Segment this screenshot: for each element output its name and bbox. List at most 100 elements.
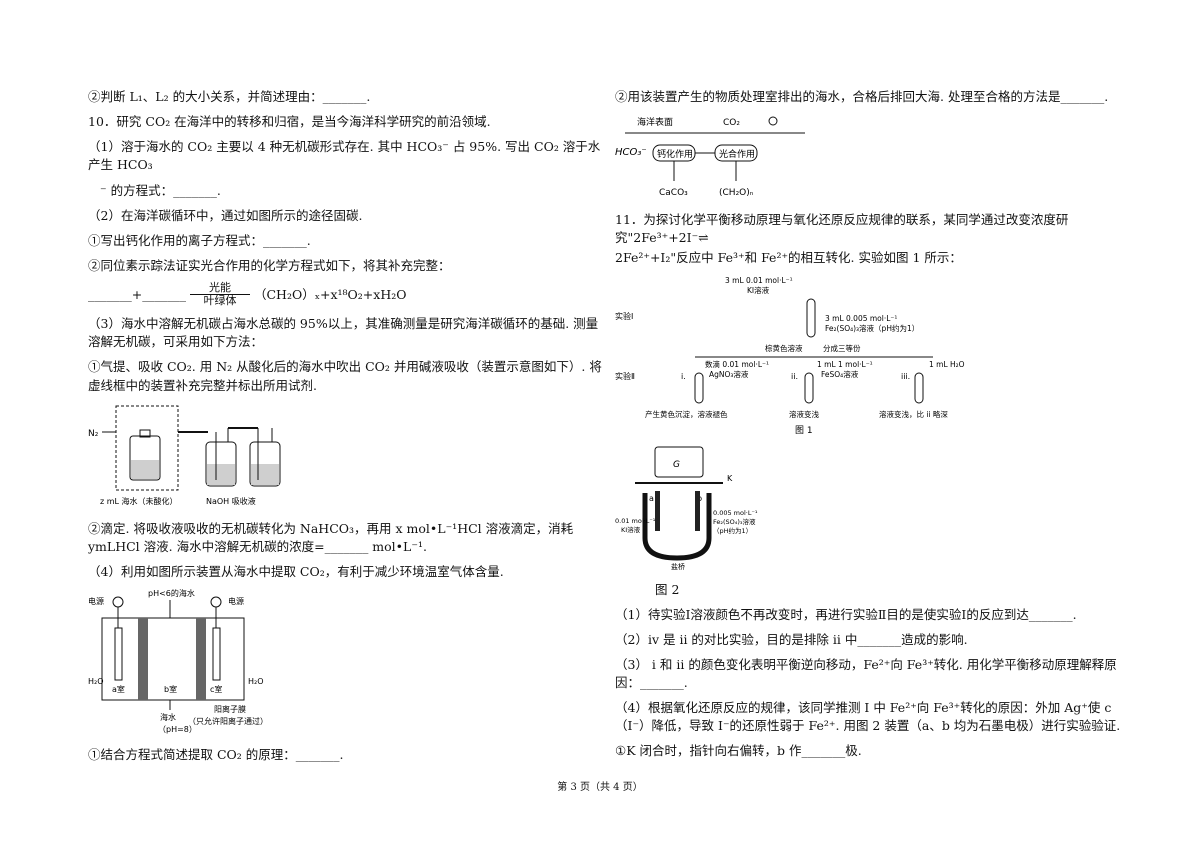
u-tube [642,492,712,561]
right-solution-ph: （pH约为1） [713,526,752,535]
h2o-left: H₂O [88,677,104,686]
equation-condition-top: 光能 [208,281,231,294]
feso4-label: FeSO₄溶液 [821,369,859,379]
agno3-label: AgNO₃溶液 [709,369,749,379]
electrode-a [655,490,660,531]
experiment-figure-1: 3 mL 0.01 mol·L⁻¹ KI溶液 实验Ⅰ 3 mL 0.005 mo… [615,276,965,435]
test-tube-i [694,372,704,403]
electrode-a [114,627,123,681]
left-solution-label: KI溶液 [621,525,641,534]
text-line: （2）iv 是 ii 的对比实验，目的是排除 ii 中_______造成的影响. [615,631,968,647]
page-footer: 第 3 页（共 4 页） [557,782,643,793]
text-line: ②滴定. 将吸收液吸收的无机碳转化为 NaHCO₃，再用 x mol•L⁻¹HC… [88,520,574,554]
ph8-label: （pH=8） [158,725,197,734]
figure-2-caption: 图 2 [655,581,680,597]
text-line: ①K 闭合时，指针向右偏转，b 作_______极. [615,743,862,759]
text-line: ②同位素示踪法证实光合作用的化学方程式如下，将其补充完整： [88,257,451,273]
equation-blanks: _______+_______ [88,286,186,302]
equation-condition-bottom: 叶绿体 [203,294,237,308]
absorb-bottle-2 [249,441,281,487]
text-line: ①气提、吸收 CO₂. 用 N₂ 从酸化后的海水中吹出 CO₂ 并用碱液吸收（装… [88,359,602,393]
ocean-surface-label: 海洋表面 [637,116,673,128]
right-solution-conc: 0.005 mol·L⁻¹ [713,509,758,517]
text-line: 2Fe²⁺+I₂"反应中 Fe³⁺和 Fe²⁺的相互转化. 实验如图 1 所示： [615,250,962,266]
bottle-neck [139,429,151,438]
salt-bridge-label: 盐桥 [671,562,685,571]
power-label-2: 电源 [228,596,244,606]
text-line: ①写出钙化作用的离子方程式：_______. [88,232,311,248]
membrane-note: （只允许阳离子通过） [188,716,268,726]
h2o-right: H₂O [248,677,264,686]
seawater-liquid [131,459,159,479]
absorb-liquid-2 [251,463,279,485]
electrolysis-figure: pH<6的海水 电源 电源 a室 b室 c室 H₂O H₂O 阳离子膜 （只允许… [88,588,268,734]
power-source-1 [112,596,124,608]
figure-1-caption: 图 1 [795,425,813,435]
left-solution-conc: 0.01 mol·L⁻¹ [615,517,656,525]
gas-stripping-figure: N₂ z mL 海水（未酸化） NaOH 吸收液 [88,405,281,506]
text-line: （4）利用如图所示装置从海水中提取 CO₂，有利于减少环境温室气体含量. [88,563,504,579]
galvanometer [654,446,704,477]
text-line: （3）海水中溶解无机碳占海水总碳的 95%以上，其准确测量是研究海洋碳循环的基础… [88,316,599,350]
exp1-label: 实验Ⅰ [615,311,633,321]
text-line: ②判断 L₁、L₂ 的大小关系，并简述理由：_______. [88,89,371,104]
tube-i: i. [681,372,686,381]
power-source-2 [210,596,222,608]
right-column: ②用该装置产生的物质处理室排出的海水，合格后排回大海. 处理至合格的方法是___… [615,88,1135,768]
agno3-conc: 数滴 0.01 mol·L⁻¹ [705,359,769,369]
question-11: 11．为探讨化学平衡移动原理与氧化还原反应规律的联系，某同学通过改变浓度研究"2… [615,212,1069,246]
electrode-b [695,490,700,531]
left-column: ②判断 L₁、L₂ 的大小关系，并简述理由：_______. 10．研究 CO₂… [88,88,608,771]
ki-label: KI溶液 [747,285,770,295]
result-iii: 溶液变浅，比 ii 略深 [879,409,948,419]
dashed-box [115,405,179,491]
sun-icon [768,116,778,126]
calcification-label: 钙化作用 [657,148,693,160]
test-tube-iii [914,372,924,403]
fe-label: Fe₂(SO₄)₃溶液（pH约为1） [825,323,919,333]
co2-label: CO₂ [723,118,740,128]
carbon-cycle-figure: 海洋表面 CO₂ HCO₃⁻ 钙化作用 光合作用 CaCO₃ (CH₂O)ₙ [615,116,805,198]
switch-k: K [727,474,733,483]
room-a: a室 [112,684,125,694]
photosynthesis-label: 光合作用 [719,148,755,160]
power-label-1: 电源 [88,596,104,606]
text-line: （1）待实验Ⅰ溶液颜色不再改变时，再进行实验Ⅱ目的是使实验Ⅰ的反应到达_____… [615,606,1077,622]
brown-label: 棕黄色溶液 [765,343,803,353]
text-line: （4）根据氧化还原反应的规律，该同学推测 I 中 Fe²⁺向 Fe³⁺转化的原因… [615,700,1121,734]
seawater-label: z mL 海水（未酸化） [100,496,178,506]
tube-ii: ii. [791,372,798,381]
room-c: c室 [210,684,222,694]
split-label: 分成三等份 [823,343,861,353]
ph6-label: pH<6的海水 [148,588,195,598]
question-10: 10．研究 CO₂ 在海洋中的转移和归宿，是当今海洋科学研究的前沿领域. [88,114,491,130]
test-tube-main [806,298,816,337]
equation-products: （CH₂O）ₓ+x¹⁸O₂+xH₂O [253,286,407,302]
caco3-label: CaCO₃ [659,188,688,198]
galvanometer-g: G [673,460,680,470]
ch2o-label: (CH₂O)ₙ [719,188,754,198]
membrane-2 [196,618,206,701]
hco3-label: HCO₃⁻ [615,147,647,158]
tube-iii: iii. [901,372,910,381]
membrane-1 [138,618,148,701]
sample-bottle [129,435,161,481]
feso4-conc: 1 mL 1 mol·L⁻¹ [817,360,873,369]
naoh-label: NaOH 吸收液 [206,496,256,506]
text-line: ②用该装置产生的物质处理室排出的海水，合格后排回大海. 处理至合格的方法是___… [615,89,1109,104]
text-line: ⁻ 的方程式：_______. [100,182,221,198]
test-tube-ii [804,372,814,403]
seawater-in: 海水 [160,712,176,722]
electrode-c [212,627,221,681]
equation: _______+_______ 光能 叶绿体 （CH₂O）ₓ+x¹⁸O₂+xH₂… [88,281,608,308]
n2-label: N₂ [88,429,99,439]
fe-conc: 3 mL 0.005 mol·L⁻¹ [825,314,897,323]
result-ii: 溶液变浅 [789,409,819,419]
ki-conc: 3 mL 0.01 mol·L⁻¹ [725,276,793,285]
experiment-figure-2: G K a b 0.01 mol·L⁻¹ KI溶液 0.005 mol·L⁻¹ … [615,446,758,571]
membrane-label: 阳离子膜 [214,704,246,714]
text-line: ①结合方程式简述提取 CO₂ 的原理：_______. [88,747,344,763]
room-b: b室 [164,684,177,694]
text-line: （1）溶于海水的 CO₂ 主要以 4 种无机碳形式存在. 其中 HCO₃⁻ 占 … [88,139,601,173]
text-line: （3） i 和 ii 的颜色变化表明平衡逆向移动，Fe²⁺向 Fe³⁺转化. 用… [615,656,1117,690]
